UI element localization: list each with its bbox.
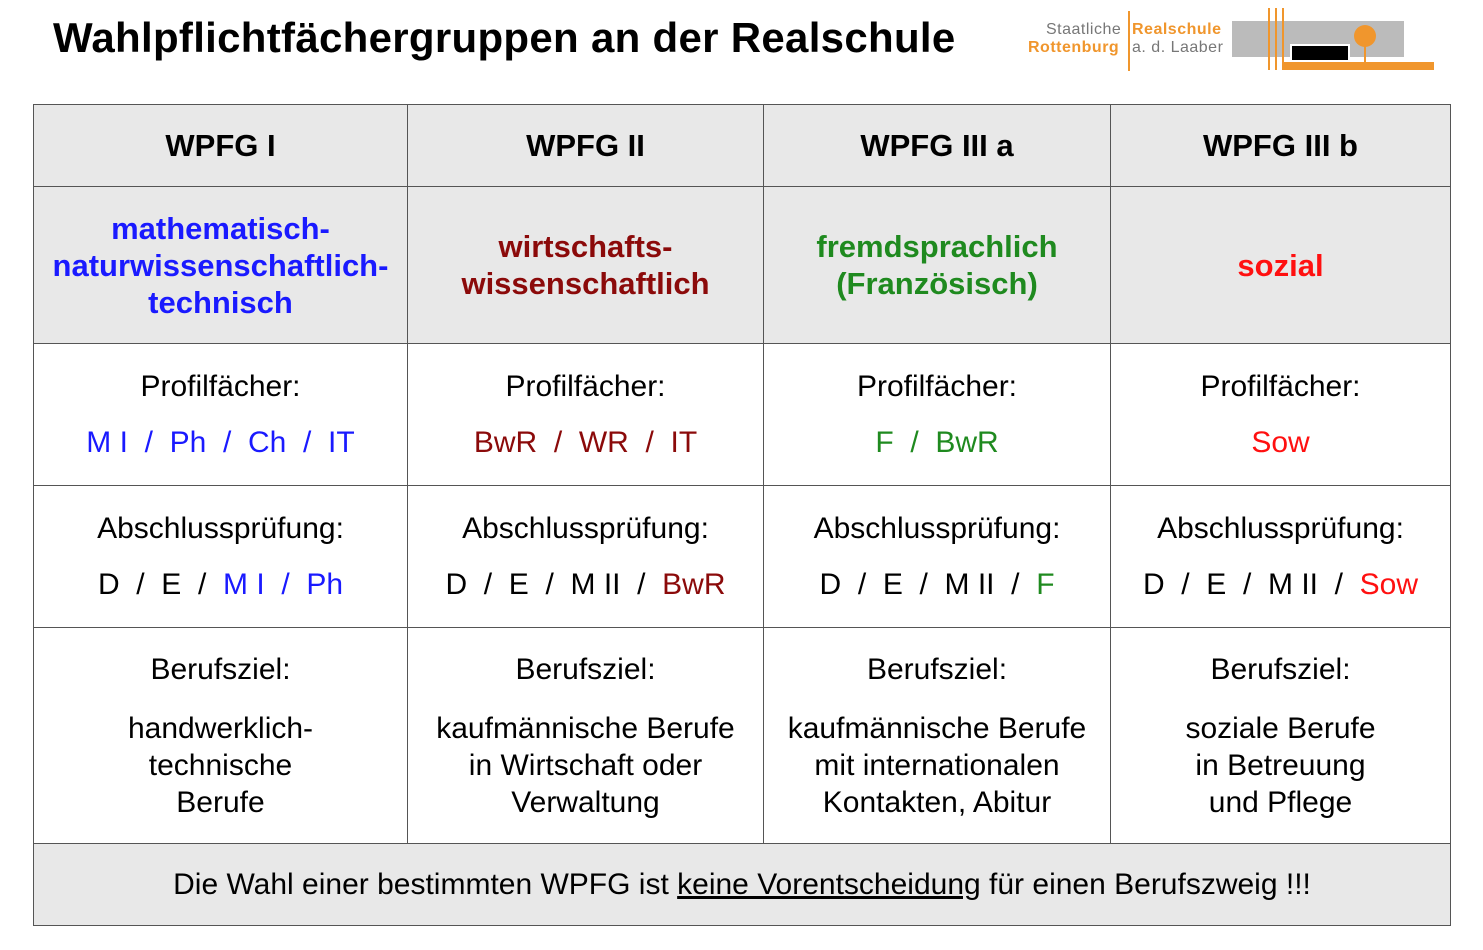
category-text: sozial [1237, 247, 1324, 283]
category-text: technisch [148, 284, 293, 320]
abschluss-profile-subjects: BwR [662, 567, 726, 601]
abschluss-subjects: D / E / M II / [445, 567, 663, 601]
column-header: WPFG III a [763, 104, 1111, 187]
header-row: WPFG I WPFG II WPFG III a WPFG III b [33, 104, 1451, 187]
abschluss-subjects: D / E / [97, 567, 223, 601]
footer-row: Die Wahl einer bestimmten WPFG ist keine… [33, 843, 1451, 926]
profil-cell: Profilfächer: M I / Ph / Ch / IT [33, 343, 408, 486]
profil-label: Profilfächer: [140, 369, 301, 403]
abschluss-label: Abschlussprüfung: [1157, 511, 1404, 545]
footer-text: Die Wahl einer bestimmten WPFG ist [173, 867, 678, 901]
category-text: wissenschaftlich [461, 266, 710, 301]
berufsziel-text: soziale Berufe [1185, 711, 1376, 745]
berufsziel-text: Verwaltung [511, 785, 660, 819]
abschluss-cell: Abschlussprüfung: D / E / M II / Sow [1110, 485, 1451, 628]
berufsziel-text: technische [148, 748, 293, 782]
abschluss-label: Abschlussprüfung: [462, 511, 709, 545]
logo-text: Rottenburg [1028, 39, 1120, 56]
abschluss-row: Abschlussprüfung: D / E / M I / Ph Abschl… [33, 485, 1451, 628]
berufsziel-text: Kontakten, Abitur [822, 785, 1052, 819]
profil-cell: Profilfächer: BwR / WR / IT [407, 343, 764, 486]
category-cell: sozial [1110, 186, 1451, 344]
category-cell: fremdsprachlich(Französisch) [763, 186, 1111, 344]
berufsziel-label: Berufsziel: [866, 652, 1008, 686]
wpfg-table: WPFG I WPFG II WPFG III a WPFG III b mat… [33, 104, 1451, 926]
footer-emphasis: keine Vorentscheidung [677, 867, 981, 901]
category-cell: wirtschafts-wissenschaftlich [407, 186, 764, 344]
berufsziel-label: Berufsziel: [1210, 652, 1351, 686]
abschluss-label: Abschlussprüfung: [97, 511, 344, 545]
abschluss-profile-subjects: F [1036, 567, 1055, 601]
column-header: WPFG II [407, 104, 764, 187]
category-text: naturwissenschaftlich- [52, 247, 389, 283]
page-title: Wahlpflichtfächergruppen an der Realschu… [53, 14, 956, 61]
category-text: wirtschafts- [498, 229, 673, 264]
profil-label: Profilfächer: [1200, 369, 1361, 403]
profil-subjects: Sow [1251, 425, 1310, 459]
abschluss-profile-subjects: M I / Ph [223, 567, 344, 601]
berufsziel-label: Berufsziel: [515, 652, 656, 686]
logo-text: a. d. Laaber [1132, 39, 1224, 56]
category-text: (Französisch) [836, 266, 1038, 301]
profil-cell: Profilfächer: Sow [1110, 343, 1451, 486]
footer-text: für einen Berufszweig !!! [980, 867, 1311, 901]
profil-subjects: F / BwR [875, 425, 999, 459]
category-text: fremdsprachlich [816, 229, 1058, 264]
abschluss-cell: Abschlussprüfung: D / E / M II / F [763, 485, 1111, 628]
berufsziel-text: und Pflege [1208, 785, 1353, 819]
abschluss-label: Abschlussprüfung: [813, 511, 1061, 545]
profil-cell: Profilfächer: F / BwR [763, 343, 1111, 486]
abschluss-cell: Abschlussprüfung: D / E / M II / BwR [407, 485, 764, 628]
column-header: WPFG III b [1110, 104, 1451, 187]
school-logo: Staatliche Realschule Rottenburg a. d. L… [1024, 8, 1436, 74]
berufsziel-text: kaufmännische Berufe [787, 711, 1087, 745]
profil-subjects: BwR / WR / IT [473, 425, 698, 459]
category-text: mathematisch- [111, 210, 330, 246]
profil-label: Profilfächer: [856, 369, 1018, 403]
abschluss-cell: Abschlussprüfung: D / E / M I / Ph [33, 485, 408, 628]
berufsziel-text: mit internationalen [814, 748, 1060, 782]
abschluss-subjects: D / E / M II / [1142, 567, 1360, 601]
abschluss-profile-subjects: Sow [1359, 567, 1419, 601]
profil-label: Profilfächer: [505, 369, 666, 403]
footer-note: Die Wahl einer bestimmten WPFG ist keine… [33, 843, 1451, 926]
logo-text: Realschule [1132, 21, 1222, 38]
category-row: mathematisch-naturwissenschaftlich-techn… [33, 186, 1451, 344]
abschluss-subjects: D / E / M II / [819, 567, 1037, 601]
berufsziel-text: kaufmännische Berufe [436, 711, 735, 745]
berufsziel-text: in Betreuung [1195, 748, 1366, 782]
berufsziel-text: Berufe [176, 785, 265, 819]
berufsziel-text: in Wirtschaft oder [468, 748, 703, 782]
berufsziel-label: Berufsziel: [150, 652, 291, 686]
column-header: WPFG I [33, 104, 408, 187]
logo-text: Staatliche [1046, 21, 1122, 38]
berufsziel-text: handwerklich- [127, 711, 314, 745]
profil-subjects: M I / Ph / Ch / IT [86, 425, 355, 459]
category-cell: mathematisch-naturwissenschaftlich-techn… [33, 186, 408, 344]
profil-row: Profilfächer: M I / Ph / Ch / IT Profilfä… [33, 343, 1451, 486]
